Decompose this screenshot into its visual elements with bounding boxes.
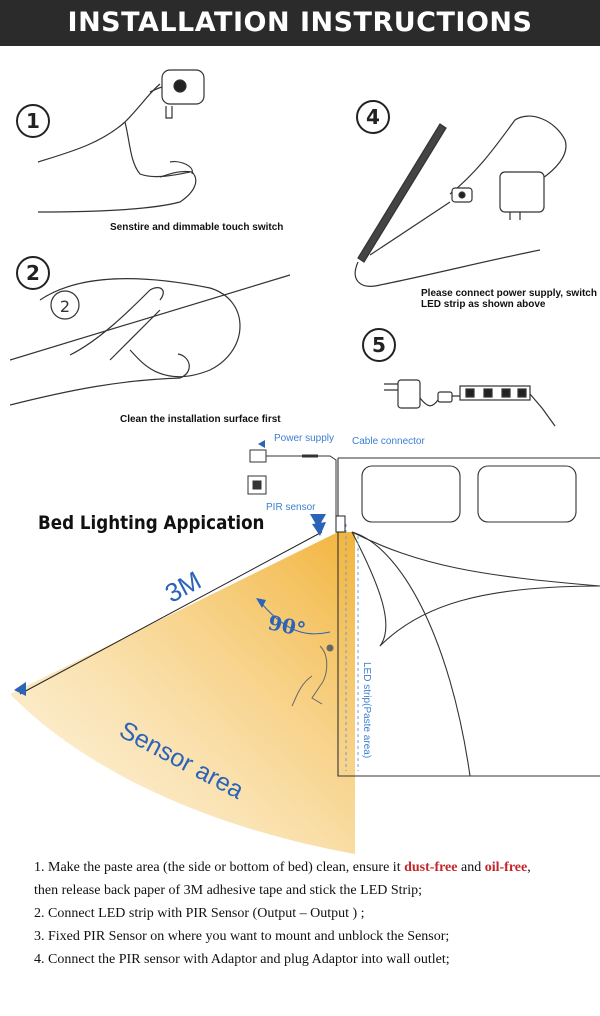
instruction-4: 4. Connect the PIR sensor with Adaptor a… bbox=[34, 952, 450, 967]
step-2-inner-number: 2 bbox=[60, 297, 70, 316]
step-4-number: 4 bbox=[356, 100, 390, 134]
step-1-caption: Senstire and dimmable touch switch bbox=[110, 222, 284, 233]
instruction-1-continued: then release back paper of 3M adhesive t… bbox=[34, 883, 422, 898]
led-strip-label: LED strip(Paste area) bbox=[361, 662, 372, 759]
oil-free-highlight: oil-free bbox=[484, 860, 528, 875]
step-1-hand-illustration bbox=[37, 69, 205, 213]
bed-lighting-diagram bbox=[10, 440, 600, 854]
instruction-2: 2. Connect LED strip with PIR Sensor (Ou… bbox=[34, 906, 365, 921]
step-2-wipe-illustration: 2 bbox=[10, 274, 291, 406]
dust-free-highlight: dust-free bbox=[404, 860, 458, 875]
instructions-list: 1. Make the paste area (the side or bott… bbox=[34, 856, 594, 971]
step-4-wiring-illustration bbox=[354, 115, 567, 287]
step-4-caption-line2: LED strip as shown above bbox=[421, 299, 546, 310]
sensor-area-fill bbox=[10, 532, 355, 854]
step-2-number: 2 bbox=[16, 256, 50, 290]
step-5-components-illustration bbox=[384, 379, 556, 427]
step-5-number: 5 bbox=[362, 328, 396, 362]
pir-sensor-label: PIR sensor bbox=[266, 502, 316, 513]
header-banner: INSTALLATION INSTRUCTIONS bbox=[0, 0, 600, 46]
instruction-1: 1. Make the paste area (the side or bott… bbox=[34, 860, 531, 875]
page-title: INSTALLATION INSTRUCTIONS bbox=[67, 7, 533, 38]
bed-lighting-title: Bed Lighting Appication bbox=[38, 512, 265, 534]
power-supply-label: Power supply bbox=[274, 433, 335, 444]
step-1-number: 1 bbox=[16, 104, 50, 138]
step-4-caption-line1: Please connect power supply, switch and bbox=[421, 288, 600, 299]
instruction-3: 3. Fixed PIR Sensor on where you want to… bbox=[34, 929, 450, 944]
cable-connector-label: Cable connector bbox=[352, 436, 425, 447]
step-2-caption: Clean the installation surface first bbox=[120, 414, 281, 425]
